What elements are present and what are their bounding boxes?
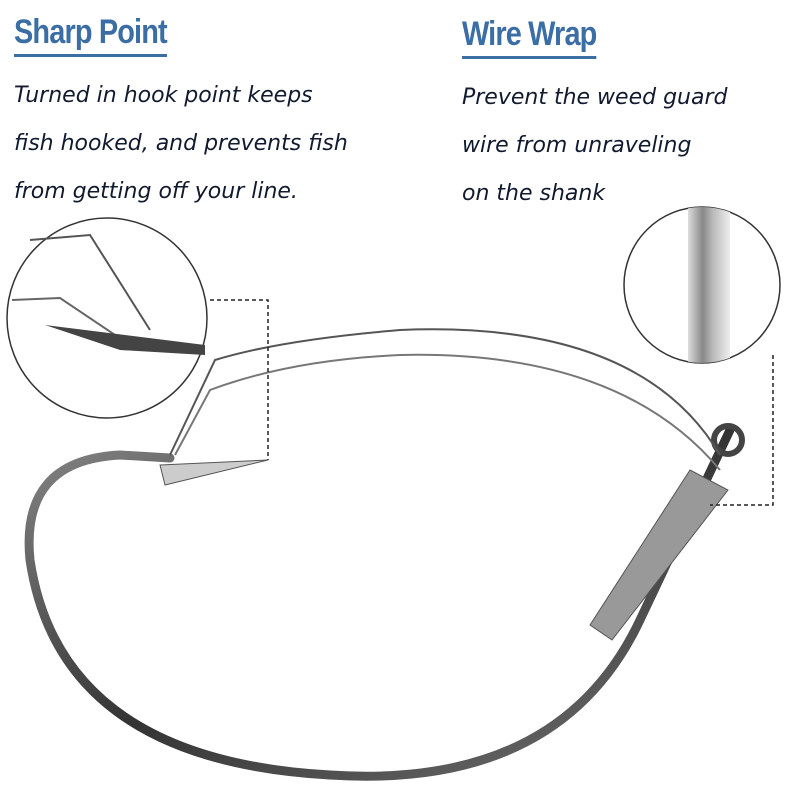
callout-line-point bbox=[210, 299, 269, 460]
hook-point bbox=[159, 459, 269, 486]
weed-guard-wire-inner bbox=[174, 353, 721, 471]
wire-wrap-heading: Wire Wrap bbox=[462, 14, 597, 59]
sharp-point-heading: Sharp Point bbox=[14, 12, 168, 57]
callout-line-wrap bbox=[710, 355, 774, 506]
hook-eye bbox=[711, 423, 745, 457]
weed-guard-wire bbox=[169, 328, 721, 456]
sharp-point-description: Turned in hook point keeps fish hooked, … bbox=[14, 83, 348, 204]
wire-wrap-description: Prevent the weed guard wire from unravel… bbox=[462, 85, 728, 206]
point-closeup bbox=[6, 217, 208, 419]
wire-wrap-closeup bbox=[623, 206, 781, 364]
hook-shank-wrap bbox=[589, 469, 729, 641]
hook-bend bbox=[24, 425, 735, 781]
